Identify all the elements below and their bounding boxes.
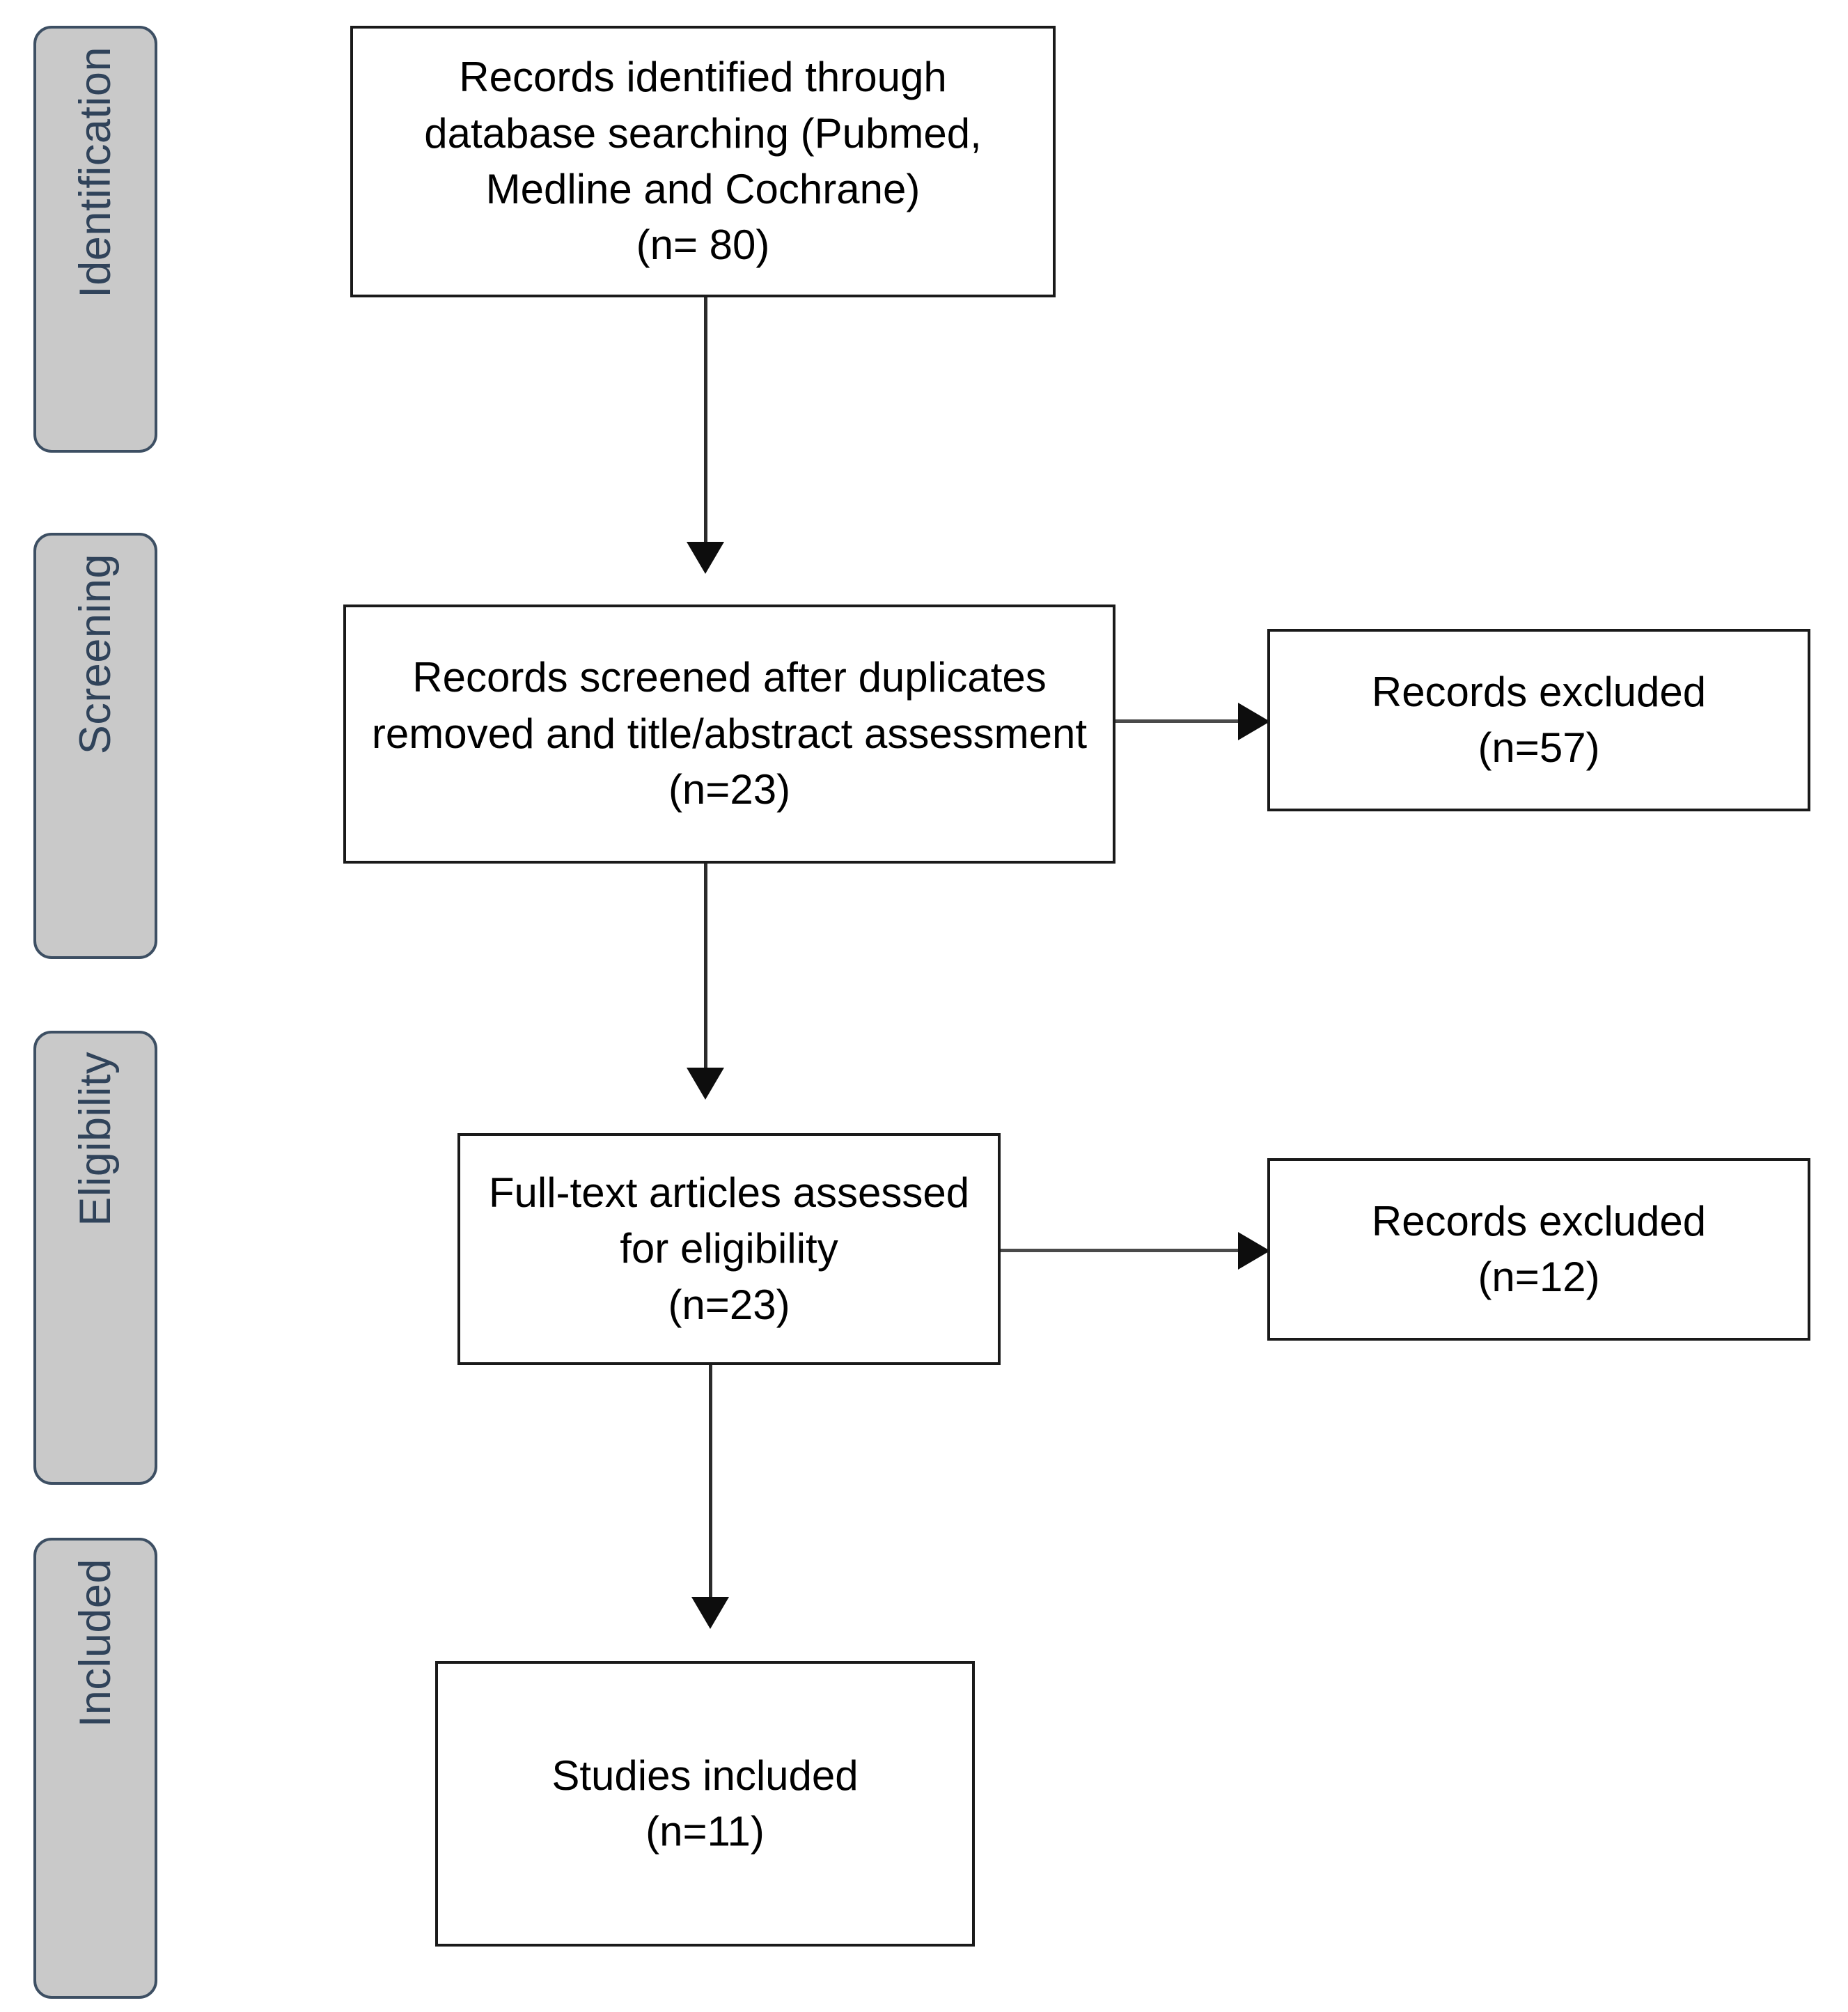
- box-fulltext-assessed: Full-text articles assessed for eligibil…: [457, 1133, 1001, 1365]
- box-records-excluded-eligibility: Records excluded (n=12): [1267, 1158, 1810, 1341]
- stage-pill-screening: Screening: [33, 533, 157, 959]
- box-studies-included: Studies included (n=11): [435, 1661, 975, 1947]
- stage-label-screening: Screening: [70, 554, 120, 755]
- stage-label-included: Included: [70, 1559, 120, 1728]
- connector-screened-to-fulltext: [704, 864, 707, 1069]
- stage-pill-eligibility: Eligibility: [33, 1031, 157, 1485]
- box-records-excluded-screening-text: Records excluded (n=57): [1371, 668, 1707, 771]
- stage-pill-included: Included: [33, 1538, 157, 1999]
- arrowhead-fulltext-to-excluded: [1238, 1232, 1270, 1270]
- box-fulltext-assessed-text: Full-text articles assessed for eligibil…: [488, 1169, 970, 1328]
- box-studies-included-text: Studies included (n=11): [551, 1752, 859, 1855]
- connector-identified-to-screened: [704, 297, 707, 543]
- connector-fulltext-to-included: [709, 1365, 712, 1598]
- stage-label-identification: Identification: [70, 47, 120, 298]
- connector-fulltext-to-excluded: [1001, 1249, 1242, 1252]
- box-records-identified-text: Records identified through database sear…: [424, 54, 982, 269]
- arrowhead-identified-to-screened: [687, 542, 724, 574]
- arrowhead-screened-to-excluded: [1238, 703, 1270, 740]
- box-records-excluded-screening: Records excluded (n=57): [1267, 629, 1810, 811]
- stage-pill-identification: Identification: [33, 26, 157, 453]
- box-records-identified: Records identified through database sear…: [350, 26, 1056, 297]
- arrowhead-screened-to-fulltext: [687, 1068, 724, 1100]
- arrowhead-fulltext-to-included: [691, 1597, 729, 1629]
- box-records-screened: Records screened after duplicates remove…: [343, 605, 1115, 864]
- connector-screened-to-excluded: [1115, 719, 1242, 723]
- box-records-screened-text: Records screened after duplicates remove…: [371, 654, 1088, 813]
- stage-label-eligibility: Eligibility: [70, 1052, 120, 1226]
- box-records-excluded-eligibility-text: Records excluded (n=12): [1371, 1197, 1707, 1300]
